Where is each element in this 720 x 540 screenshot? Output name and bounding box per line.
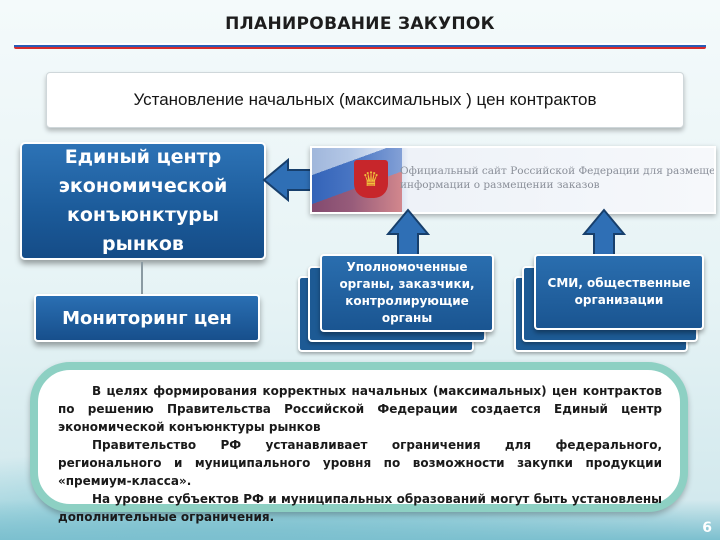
- arrow-left-icon: [262, 158, 313, 202]
- media-stack: СМИ, общественные организации: [514, 254, 710, 354]
- flag-divider: [14, 43, 706, 49]
- authorities-stack: Уполномоченные органы, заказчики, контро…: [298, 254, 498, 354]
- connector-line: [141, 262, 143, 294]
- info-paragraph-1: В целях формирования корректных начальны…: [58, 384, 662, 434]
- site-banner-text: Официальный сайт Российской Федерации дл…: [400, 164, 716, 192]
- coat-of-arms-icon: ♛: [354, 160, 388, 198]
- price-monitoring-label: Мониторинг цен: [62, 307, 232, 329]
- info-paragraph-2: Правительство РФ устанавливает ограничен…: [58, 438, 662, 488]
- economic-center-label: Единый центр экономической конъюнктуры р…: [58, 146, 228, 255]
- info-paragraph-3: На уровне субъектов РФ и муниципальных о…: [58, 492, 662, 524]
- info-panel: В целях формирования корректных начальны…: [30, 362, 688, 524]
- official-site-banner: ♛ Официальный сайт Российской Федерации …: [310, 146, 716, 214]
- authorities-box: Уполномоченные органы, заказчики, контро…: [320, 254, 494, 332]
- media-label: СМИ, общественные организации: [547, 276, 691, 307]
- media-box: СМИ, общественные организации: [534, 254, 704, 330]
- site-banner-line1: Официальный сайт Российской Федерации дл…: [400, 165, 716, 177]
- page-number: 6: [702, 520, 712, 536]
- price-monitoring-box: Мониторинг цен: [34, 294, 260, 342]
- authorities-label: Уполномоченные органы, заказчики, контро…: [339, 260, 475, 325]
- economic-center-box: Единый центр экономической конъюнктуры р…: [20, 142, 266, 260]
- subtitle-text: Установление начальных (максимальных ) ц…: [133, 90, 597, 109]
- site-banner-line2: информации о размещении заказов: [400, 179, 600, 191]
- slide-title: ПЛАНИРОВАНИЕ ЗАКУПОК: [225, 14, 495, 34]
- subtitle-box: Установление начальных (максимальных ) ц…: [46, 72, 684, 128]
